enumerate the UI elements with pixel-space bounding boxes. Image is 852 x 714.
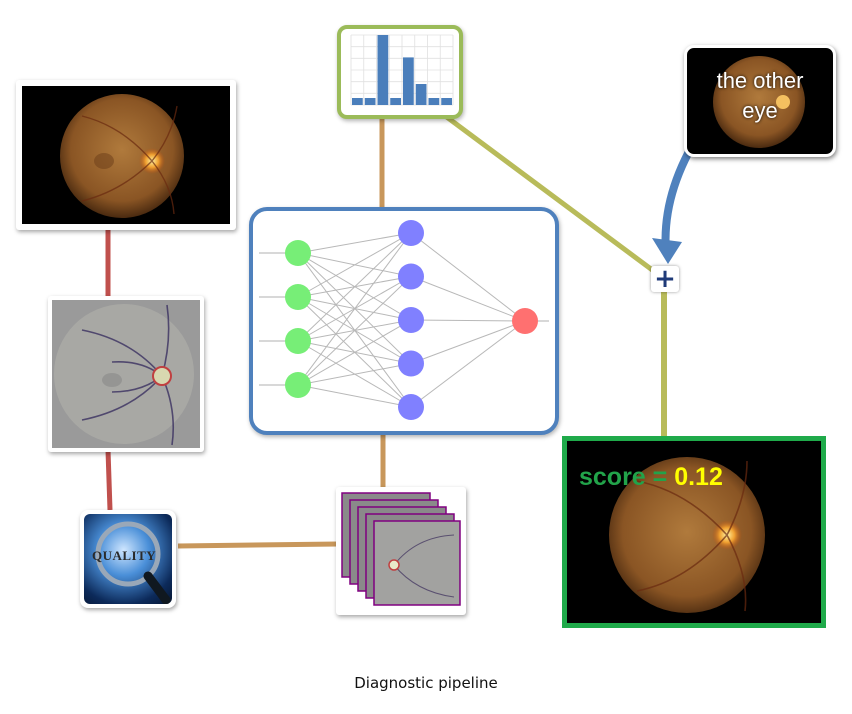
fundus-photo xyxy=(22,86,230,224)
histogram-bar xyxy=(390,98,401,105)
quality-magnifier-icon: QUALITY xyxy=(84,514,172,604)
image-stack-card xyxy=(336,487,466,615)
hidden-node xyxy=(398,263,424,290)
other-eye-arrow-head xyxy=(652,238,682,264)
input-node xyxy=(285,240,311,266)
score-fundus-photo xyxy=(609,457,765,613)
histogram-chart xyxy=(350,34,454,106)
score-value: 0.12 xyxy=(674,463,723,491)
histogram-bar xyxy=(428,98,440,105)
output-node xyxy=(512,308,538,334)
histogram-bar xyxy=(377,35,389,105)
combine-plus-icon: + xyxy=(651,266,679,292)
score-label: score = xyxy=(579,463,675,491)
histogram-bar xyxy=(352,98,363,105)
other-eye-card: the other eye xyxy=(684,45,836,157)
fundus-photo-card xyxy=(16,80,236,230)
hidden-node xyxy=(398,307,424,333)
image-stack-icon xyxy=(341,492,461,606)
histogram-bar xyxy=(403,57,414,105)
hidden-node xyxy=(398,350,424,377)
quality-label: QUALITY xyxy=(92,548,157,563)
connector-quality-to-stack xyxy=(177,541,339,549)
histogram-bar xyxy=(364,98,376,105)
other-eye-label: the other eye xyxy=(716,68,804,123)
other-eye-photo xyxy=(713,56,805,148)
histogram-card xyxy=(337,25,463,119)
connector-enhanced-to-quality xyxy=(105,449,113,511)
score-text: score = 0.12 xyxy=(579,463,723,492)
input-node xyxy=(285,328,311,354)
quality-check-card: QUALITY xyxy=(80,510,176,608)
histogram-bar xyxy=(441,98,452,105)
hidden-node xyxy=(398,394,424,420)
input-node xyxy=(285,284,311,310)
input-node xyxy=(285,372,311,398)
score-output-card: score = 0.12 xyxy=(562,436,826,628)
neural-network-card xyxy=(249,207,559,435)
connector-histogram-to-plus xyxy=(438,109,657,275)
neural-network-diagram xyxy=(259,220,549,420)
hidden-node xyxy=(398,220,424,246)
enhanced-fundus-card xyxy=(48,296,204,452)
enhanced-fundus-image xyxy=(52,300,200,448)
figure-caption: Diagnostic pipeline xyxy=(354,674,498,692)
other-eye-arrow xyxy=(661,144,696,253)
histogram-bar xyxy=(415,84,427,105)
